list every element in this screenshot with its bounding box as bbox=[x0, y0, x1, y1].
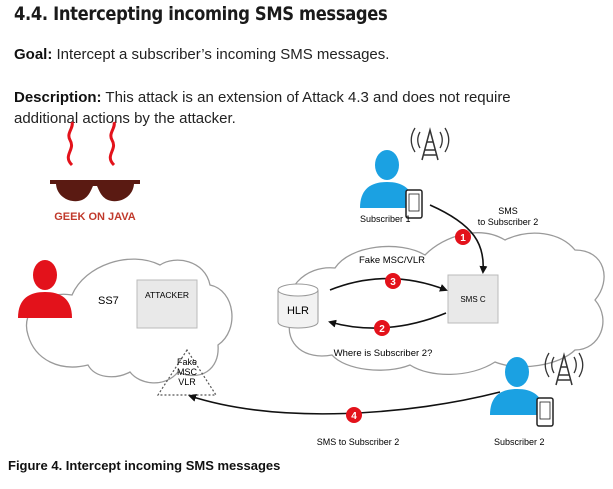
step-badge-2: 2 bbox=[374, 320, 390, 336]
geek-on-java-logo: GEEK ON JAVA bbox=[50, 121, 140, 223]
attacker-box-label: ATTACKER bbox=[145, 290, 189, 300]
hlr-database-icon bbox=[277, 283, 319, 329]
sms-to-sub2-bottom-label: SMS to Subscriber 2 bbox=[317, 437, 400, 447]
description-paragraph: Description: This attack is an extension… bbox=[14, 87, 574, 129]
antenna-tower-1-icon bbox=[410, 127, 450, 161]
subscriber-1-label: Subscriber 1 bbox=[360, 214, 411, 224]
step-badge-3: 3 bbox=[385, 273, 401, 289]
step-badge-4: 4 bbox=[346, 407, 362, 423]
fake-msc-vlr-label: Fake MSC/VLR bbox=[359, 255, 425, 266]
step-badge-1: 1 bbox=[455, 229, 471, 245]
hlr-label: HLR bbox=[287, 305, 309, 317]
network-cloud bbox=[287, 232, 605, 376]
subscriber-1-phone-icon bbox=[405, 189, 423, 219]
sms-to-sub2-line-2: to Subscriber 2 bbox=[478, 217, 539, 227]
subscriber-1-person-icon bbox=[360, 150, 414, 208]
attacker-box bbox=[136, 279, 198, 329]
smsc-label: SMS C bbox=[460, 295, 486, 304]
description-text: This attack is an extension of Attack 4.… bbox=[14, 89, 511, 127]
step-badge-2-text: 2 bbox=[379, 324, 385, 335]
smsc-box bbox=[447, 274, 499, 324]
step-badge-4-text: 4 bbox=[351, 411, 357, 422]
sms-to-sub2-line-1: SMS bbox=[498, 206, 518, 216]
arrow-step-1 bbox=[429, 204, 488, 274]
attacker-person-icon bbox=[18, 260, 72, 318]
goal-text: Intercept a subscriber’s incoming SMS me… bbox=[52, 46, 390, 63]
subscriber-2-phone-icon bbox=[536, 397, 554, 427]
logo-glasses bbox=[50, 180, 140, 202]
fake-node-line-1: Fake bbox=[177, 357, 197, 367]
step-badge-3-text: 3 bbox=[390, 277, 396, 288]
goal-paragraph: Goal: Intercept a subscriber’s incoming … bbox=[14, 44, 389, 65]
step-badge-1-text: 1 bbox=[460, 233, 466, 244]
goal-label: Goal: bbox=[14, 46, 53, 63]
fake-node-line-3: VLR bbox=[178, 377, 196, 387]
subscriber-2-person-icon bbox=[490, 357, 544, 415]
logo-steam-left bbox=[66, 121, 74, 167]
logo-steam-right bbox=[108, 121, 116, 167]
description-label: Description: bbox=[14, 89, 102, 106]
arrow-step-4 bbox=[188, 391, 501, 415]
where-is-sub2-label: Where is Subscriber 2? bbox=[334, 348, 433, 359]
page-heading: 4.4. Intercepting incoming SMS messages bbox=[14, 3, 388, 25]
logo-text: GEEK ON JAVA bbox=[54, 211, 136, 223]
antenna-tower-2-icon bbox=[544, 352, 584, 386]
figure-caption: Figure 4. Intercept incoming SMS message… bbox=[8, 458, 281, 473]
fake-node-line-2: MSC bbox=[177, 367, 198, 377]
subscriber-2-label: Subscriber 2 bbox=[494, 437, 545, 447]
ss7-label: SS7 bbox=[98, 295, 119, 307]
ss7-cloud bbox=[25, 258, 233, 384]
